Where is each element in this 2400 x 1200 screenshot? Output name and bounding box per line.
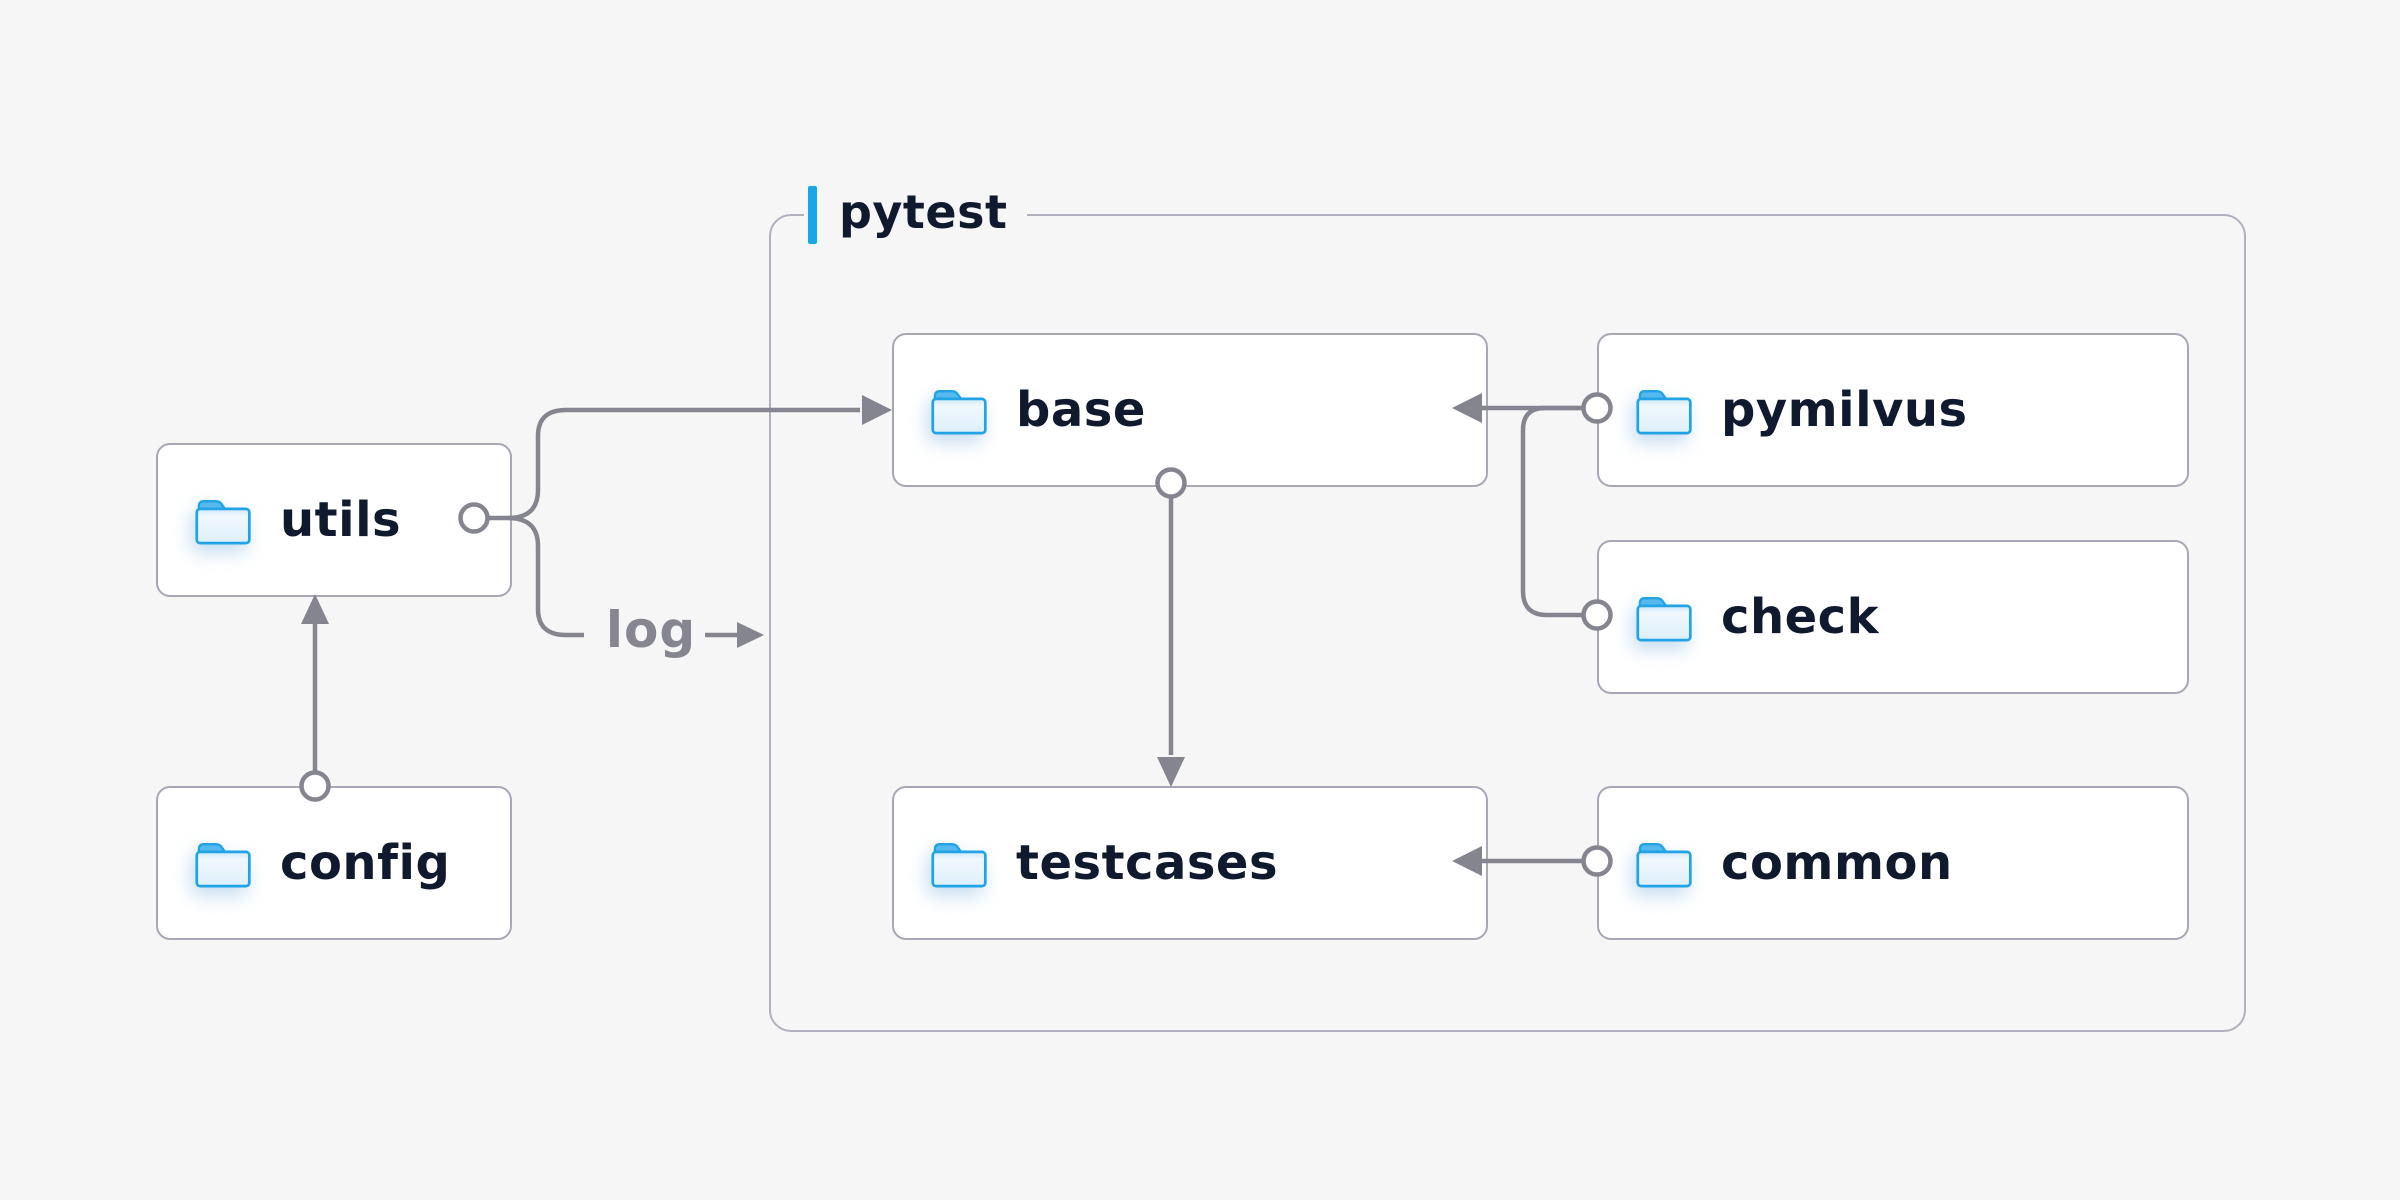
edge-utils-to-log — [507, 515, 584, 638]
node-base: base — [892, 333, 1488, 487]
node-utils: utils — [156, 443, 512, 597]
node-label: utils — [280, 492, 402, 548]
node-label: pymilvus — [1721, 382, 1968, 438]
pytest-group-container — [769, 214, 2246, 1032]
node-common: common — [1597, 786, 2189, 940]
folder-icon — [192, 493, 254, 547]
node-label: config — [280, 835, 451, 891]
folder-icon — [1633, 836, 1695, 890]
folder-icon — [1633, 590, 1695, 644]
accent-bar — [808, 186, 817, 244]
pytest-group-label: pytest — [804, 184, 1028, 246]
node-config: config — [156, 786, 512, 940]
folder-icon — [1633, 383, 1695, 437]
node-testcases: testcases — [892, 786, 1488, 940]
node-label: base — [1016, 382, 1146, 438]
node-label: testcases — [1016, 835, 1279, 891]
arrowhead-log — [737, 622, 764, 648]
arrowhead-into-utils — [301, 594, 329, 624]
node-pymilvus: pymilvus — [1597, 333, 2189, 487]
folder-icon — [928, 836, 990, 890]
folder-icon — [192, 836, 254, 890]
folder-icon — [928, 383, 990, 437]
node-label: common — [1721, 835, 1953, 891]
node-label: check — [1721, 589, 1880, 645]
group-title: pytest — [839, 185, 1008, 239]
log-edge-label: log — [605, 601, 697, 659]
node-check: check — [1597, 540, 2189, 694]
